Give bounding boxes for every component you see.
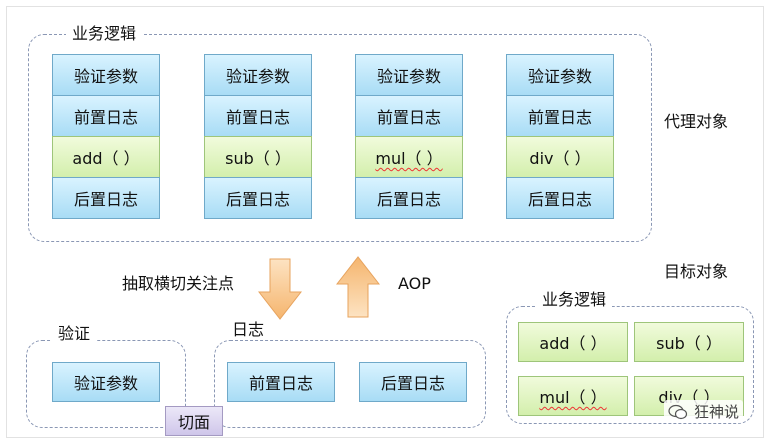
aspect-tag: 切面 (165, 406, 223, 436)
target-object-label: 目标对象 (664, 262, 729, 281)
proxy-column-mul: 验证参数 前置日志 mul（ ） 后置日志 (355, 54, 463, 219)
proxy-column-div: 验证参数 前置日志 div（ ） 后置日志 (506, 54, 614, 219)
pre-log-cell: 前置日志 (204, 95, 312, 137)
target-business-logic-group (506, 306, 754, 424)
wechat-icon (668, 404, 688, 419)
log-group-title: 日志 (226, 320, 271, 340)
watermark: 狂神说 (664, 400, 744, 423)
verify-param-cell: 验证参数 (204, 54, 312, 96)
method-cell-sub: sub（ ） (204, 136, 312, 178)
proxy-column-add: 验证参数 前置日志 add（ ） 后置日志 (52, 54, 160, 219)
post-log-cell: 后置日志 (506, 177, 614, 219)
pre-log-cell: 前置日志 (506, 95, 614, 137)
proxy-column-sub: 验证参数 前置日志 sub（ ） 后置日志 (204, 54, 312, 219)
target-group-title: 业务逻辑 (536, 290, 613, 310)
proxy-object-label: 代理对象 (664, 112, 729, 131)
aop-label: AOP (398, 274, 431, 293)
watermark-text: 狂神说 (694, 403, 740, 421)
method-cell-div: div（ ） (506, 136, 614, 178)
method-cell-mul: mul（ ） (355, 136, 463, 178)
pre-log-box: 前置日志 (227, 362, 335, 402)
verify-param-cell: 验证参数 (506, 54, 614, 96)
post-log-box: 后置日志 (359, 362, 467, 402)
pre-log-cell: 前置日志 (52, 95, 160, 137)
proxy-business-logic-group (28, 34, 652, 242)
verify-group-title: 验证 (52, 324, 97, 344)
post-log-cell: 后置日志 (204, 177, 312, 219)
post-log-cell: 后置日志 (355, 177, 463, 219)
proxy-group-title: 业务逻辑 (66, 24, 143, 44)
target-method-mul: mul（ ） (518, 376, 628, 416)
up-arrow-icon (336, 256, 380, 318)
verify-param-cell: 验证参数 (52, 54, 160, 96)
target-method-sub: sub（ ） (634, 322, 744, 362)
post-log-cell: 后置日志 (52, 177, 160, 219)
extract-crosscutting-label: 抽取横切关注点 (122, 274, 235, 293)
down-arrow-icon (258, 258, 302, 320)
log-group (214, 340, 486, 428)
verify-group (26, 340, 186, 428)
method-cell-add: add（ ） (52, 136, 160, 178)
pre-log-cell: 前置日志 (355, 95, 463, 137)
verify-param-box: 验证参数 (52, 362, 160, 402)
verify-param-cell: 验证参数 (355, 54, 463, 96)
target-method-add: add（ ） (518, 322, 628, 362)
